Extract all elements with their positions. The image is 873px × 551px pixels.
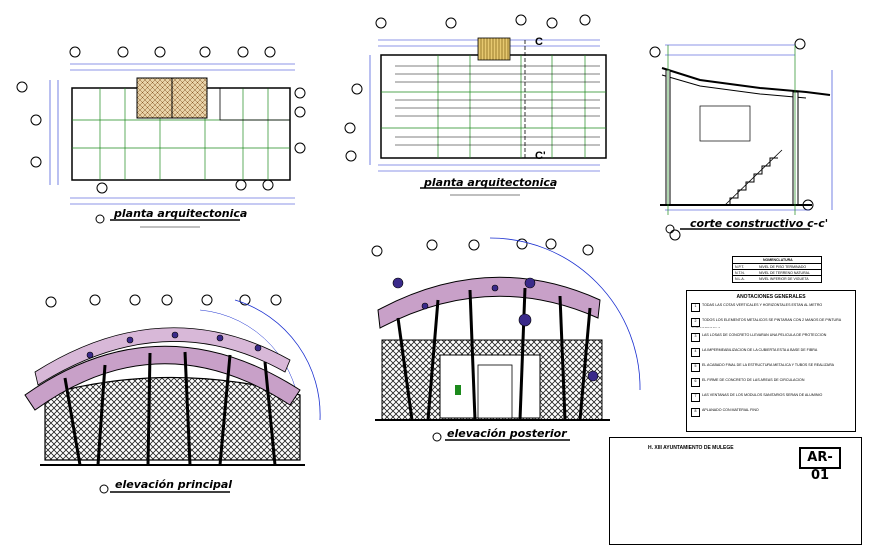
note-number: 8: [691, 408, 700, 417]
note-text: EL FIRME DE CONCRETO DE LAS AREAS DE CIR…: [702, 378, 805, 382]
legend-value: NIVEL INFERIOR DE VIGUETA: [759, 277, 809, 281]
nomenclature-legend: NOMENCLATURA N.P.T. NIVEL DE PISO TERMIN…: [732, 256, 822, 283]
section-title: corte constructivo c-c': [690, 217, 829, 230]
legend-value: NIVEL DE TERRENO NATURAL: [759, 271, 810, 275]
legend-header: NOMENCLATURA: [763, 258, 793, 262]
title-block: [609, 437, 862, 545]
note-text: LAS LOSAS DE CONCRETO LLEVARAN UNA PELIC…: [702, 333, 827, 337]
section-drawing: [649, 38, 833, 241]
note-number: 3: [691, 333, 700, 342]
section-mark-top: C: [535, 36, 543, 48]
note-text: EL ACABADO FINAL DE LA ESTRUCTURA METALI…: [702, 363, 835, 367]
note-number: 5: [691, 363, 700, 372]
note-number: 7: [691, 393, 700, 402]
plan-left-title: planta arquitectonica: [114, 207, 248, 220]
plan-left-drawing: [16, 46, 306, 228]
note-text: TODOS LOS ELEMENTOS METALICOS SE PINTARA…: [691, 318, 841, 328]
note-text: APLANADO CON MATERIAL FINO: [702, 408, 759, 412]
note-text: TODAS LAS COTAS VERTICALES Y HORIZONTALE…: [702, 303, 823, 307]
note-number: 1: [691, 303, 700, 312]
note-number: 6: [691, 378, 700, 387]
note-number: 2: [691, 318, 700, 327]
legend-value: NIVEL DE PISO TERMINADO: [759, 265, 807, 269]
legend-key: N.T.N.: [735, 271, 745, 275]
legend-key: N.P.T.: [735, 265, 745, 269]
legend-row: N.P.T. NIVEL DE PISO TERMINADO: [733, 263, 821, 270]
legend-key: N.L.A.: [735, 277, 745, 281]
notes-title: ANOTACIONES GENERALES: [736, 294, 806, 300]
legend-row: N.L.A. NIVEL INFERIOR DE VIGUETA: [733, 275, 821, 282]
note-text: LA IMPERMEABILIZACION DE LA CUBIERTA EST…: [702, 348, 818, 352]
plan-center-drawing: [344, 14, 607, 196]
sheet-code: AR-01: [799, 447, 841, 483]
plan-left-axis-bubbles: [16, 46, 306, 194]
legend-row: N.T.N. NIVEL DE TERRENO NATURAL: [733, 269, 821, 276]
section-mark-bottom: C': [535, 150, 546, 162]
title-block-municipality: H. XIII AYUNTAMIENTO DE MULEGE: [648, 445, 734, 451]
elevation-rear-drawing: [371, 237, 641, 442]
elevation-main-drawing: [24, 294, 321, 494]
elevation-main-title: elevación principal: [115, 478, 233, 491]
note-text: LAS VENTANAS DE LOS MODULOS SANITARIOS S…: [702, 393, 823, 397]
note-number: 4: [691, 348, 700, 357]
elevation-rear-title: elevación posterior: [447, 427, 567, 440]
plan-center-title: planta arquitectonica: [424, 176, 558, 189]
